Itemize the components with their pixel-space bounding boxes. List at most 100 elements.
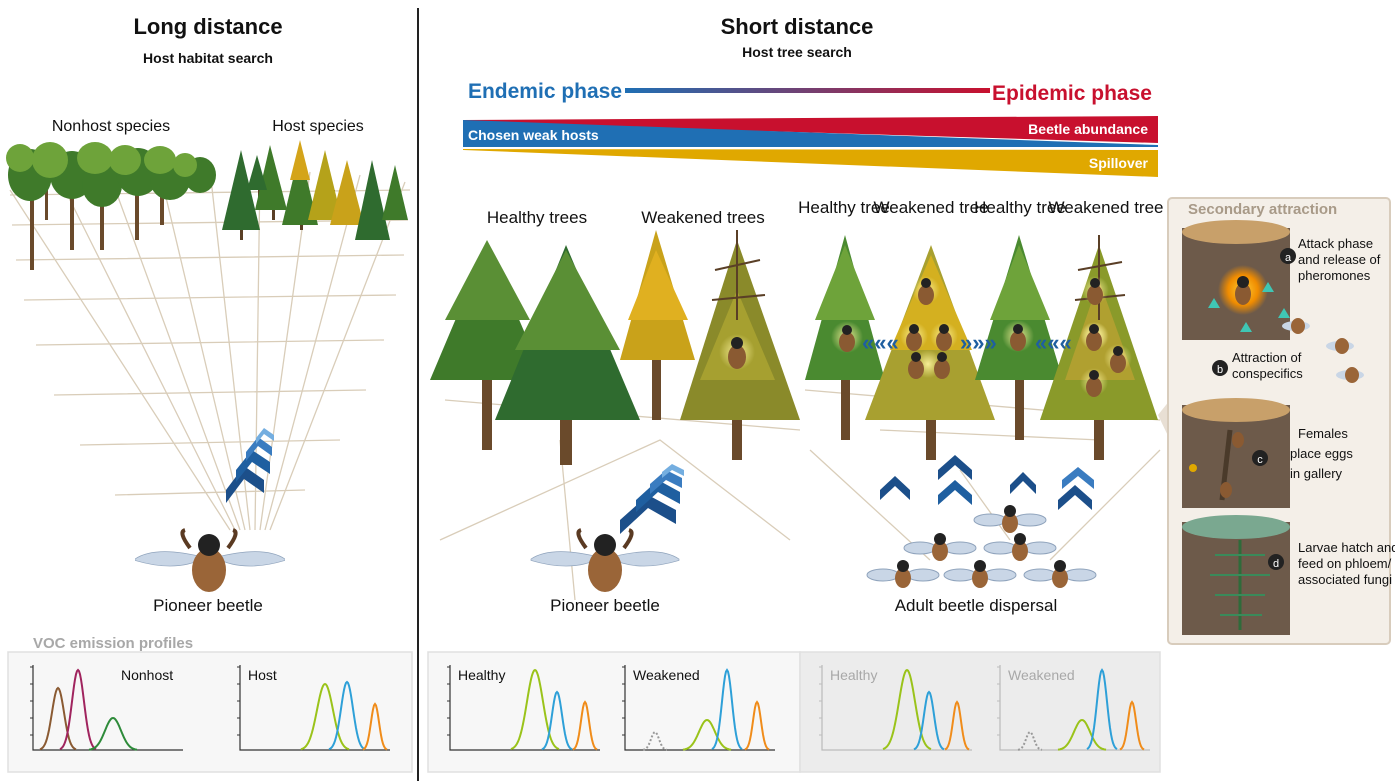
- step-b-badge: b: [1212, 360, 1228, 376]
- voc-peak-3: [944, 700, 970, 751]
- voc-peak-2: [59, 668, 97, 750]
- voc-axis: [239, 665, 390, 751]
- left-flight-arrows: [226, 428, 274, 503]
- voc-profile-3: Healthy: [447, 665, 600, 751]
- nonhost-trees: [6, 142, 216, 270]
- bar-weak-hosts: [463, 120, 1158, 147]
- middle-weakened-trees: [620, 230, 800, 460]
- voc-peak-2: [541, 690, 573, 751]
- voc-profile-6: Weakened: [997, 665, 1150, 751]
- voc-peak-3: [711, 668, 743, 750]
- voc-charts: Nonhost Host Healthy Weakened Healthy Weakene…: [30, 665, 1150, 751]
- voc-axis: [821, 665, 972, 751]
- left-ground-grid: [9, 169, 411, 531]
- bar-weak-hosts-label: Chosen weak hosts: [468, 127, 599, 143]
- step-b-text-1: Attraction of: [1232, 350, 1302, 365]
- step-d-text-3: associated fungi: [1298, 572, 1392, 587]
- left-pioneer-beetle: [135, 528, 285, 592]
- healthy-trees-label: Healthy trees: [487, 208, 587, 227]
- bar-beetle-abundance: [463, 116, 1158, 143]
- attacking-beetles: [831, 276, 1132, 397]
- voc-peak-4: [744, 700, 770, 751]
- voc-axis: [449, 665, 600, 751]
- voc-peak-4: [1119, 700, 1145, 751]
- short-tree-labels: Healthy tree Weakened tree Healthy tree …: [798, 198, 1163, 217]
- voc-peak-1: [882, 668, 932, 751]
- dispersal-label: Adult beetle dispersal: [895, 596, 1058, 615]
- phase-gradient-line: [625, 88, 990, 93]
- dispersal-arrows: [880, 455, 1094, 510]
- secondary-title: Secondary attraction: [1188, 201, 1337, 218]
- epidemic-phase-label: Epidemic phase: [992, 82, 1152, 105]
- host-trees: [222, 140, 408, 240]
- voc-axis: [624, 665, 775, 751]
- step-c-badge: c: [1252, 450, 1268, 466]
- voc-peak-1: [642, 730, 668, 751]
- dispersal-beetles: [866, 505, 1097, 588]
- step-d-text-1: Larvae hatch and: [1298, 540, 1395, 555]
- voc-peak-2: [328, 680, 366, 751]
- svg-text:a: a: [1285, 252, 1292, 264]
- voc-axis: [32, 665, 183, 751]
- step-a-text-1: Attack phase: [1298, 236, 1373, 251]
- svg-text:«««: «««: [1035, 330, 1072, 355]
- tree-label-4: Weakened tree: [1049, 198, 1164, 217]
- svg-text:»»»: »»»: [960, 330, 997, 355]
- tree-label-2: Weakened tree: [874, 198, 989, 217]
- voc-profile-1: Nonhost: [30, 665, 183, 751]
- voc-profile-label: Weakened: [633, 667, 700, 683]
- voc-peak-2: [1057, 718, 1107, 751]
- svg-text:d: d: [1273, 558, 1279, 570]
- middle-flight-arrows: [620, 464, 684, 534]
- host-label: Host species: [272, 118, 364, 135]
- step-a-illustration: [1182, 220, 1364, 383]
- voc-profile-label: Nonhost: [121, 667, 173, 683]
- middle-pioneer-beetle: [530, 528, 680, 592]
- step-a-badge: a: [1280, 248, 1296, 264]
- step-c-text-2: place eggs: [1290, 446, 1353, 461]
- middle-beetle-label: Pioneer beetle: [550, 596, 660, 615]
- voc-peak-1: [510, 668, 560, 751]
- svg-text:b: b: [1217, 364, 1223, 376]
- bar-spillover: [463, 149, 1158, 177]
- step-d-text-2: feed on phloem/: [1298, 556, 1392, 571]
- bar-abundance-label: Beetle abundance: [1028, 121, 1148, 137]
- voc-peak-2: [682, 718, 732, 751]
- voc-panel-left: [7, 651, 413, 773]
- step-d-illustration: [1182, 515, 1290, 635]
- voc-profile-label: Weakened: [1008, 667, 1075, 683]
- endemic-phase-label: Endemic phase: [468, 80, 622, 103]
- voc-peak-3: [572, 700, 598, 751]
- voc-title: VOC emission profiles: [33, 635, 193, 652]
- step-c-text-1: Females: [1298, 426, 1348, 441]
- voc-peak-3: [88, 716, 138, 751]
- weakened-trees-label: Weakened trees: [641, 208, 764, 227]
- svg-text:c: c: [1257, 454, 1263, 466]
- right-subtitle: Host tree search: [742, 44, 852, 60]
- voc-peak-3: [362, 702, 388, 751]
- svg-text:«««: «««: [862, 330, 899, 355]
- step-d-badge: d: [1268, 554, 1284, 570]
- voc-profile-5: Healthy: [819, 665, 972, 751]
- tree-label-3: Healthy tree: [974, 198, 1066, 217]
- middle-healthy-trees: [430, 240, 640, 465]
- step-c-illustration: [1182, 398, 1290, 508]
- left-beetle-label: Pioneer beetle: [153, 596, 263, 615]
- voc-peak-3: [1086, 668, 1118, 750]
- right-title: Short distance: [721, 14, 874, 39]
- bar-spillover-label: Spillover: [1089, 155, 1149, 171]
- step-c-text-3: in gallery: [1290, 466, 1343, 481]
- voc-peak-1: [1017, 730, 1043, 751]
- tree-label-1: Healthy tree: [798, 198, 890, 217]
- left-subtitle: Host habitat search: [143, 50, 273, 66]
- left-title: Long distance: [133, 14, 282, 39]
- step-a-text-3: pheromones: [1298, 268, 1371, 283]
- voc-profile-label: Healthy: [830, 667, 877, 683]
- step-a-text-2: and release of: [1298, 252, 1381, 267]
- voc-profile-label: Healthy: [458, 667, 505, 683]
- pheromone-chevrons: ««« »»» «««: [862, 330, 1072, 355]
- nonhost-label: Nonhost species: [52, 118, 170, 135]
- voc-profile-label: Host: [248, 667, 277, 683]
- voc-peak-1: [39, 686, 77, 751]
